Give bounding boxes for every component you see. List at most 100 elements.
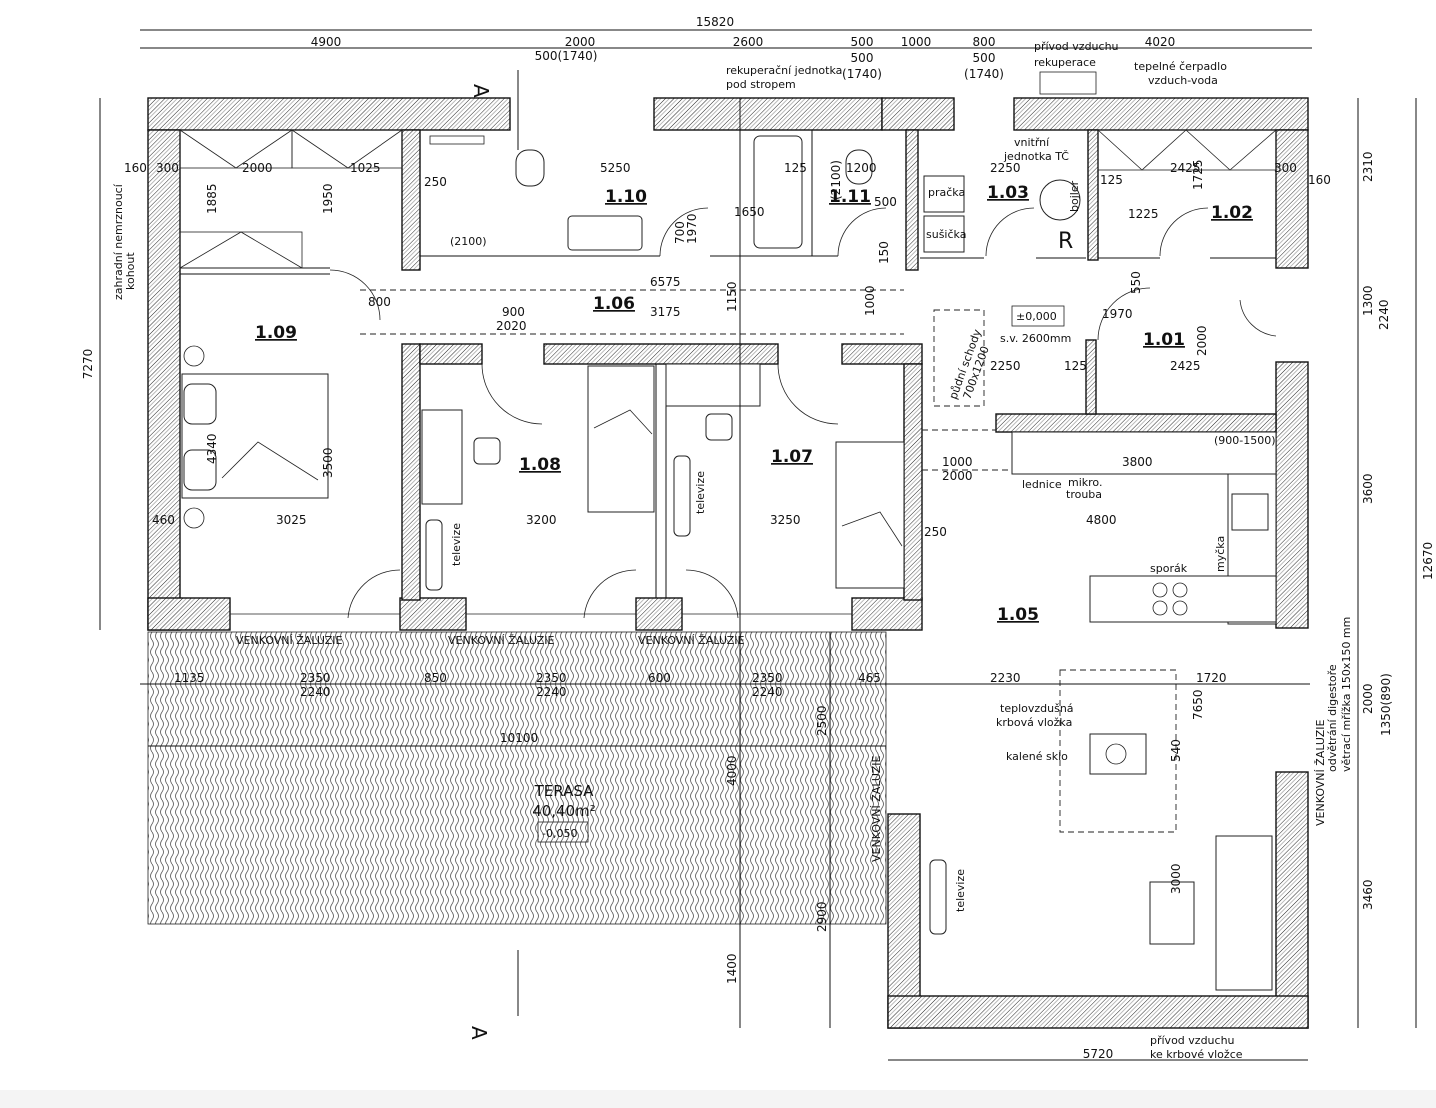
- room-1-06: 1.06: [593, 294, 635, 314]
- dim-i-500: 500: [874, 195, 897, 209]
- door-swing-7[interactable]: [837, 207, 887, 257]
- terrace-level: -0,050: [542, 827, 577, 840]
- dim-t-2240a: 2240: [300, 685, 331, 699]
- wall-int-9: [995, 413, 1277, 433]
- dim-t-1400: 1400: [725, 953, 739, 984]
- dim-i-3250: 3250: [770, 513, 801, 527]
- dim-i-6575: 6575: [650, 275, 681, 289]
- room-1-01: 1.01: [1143, 330, 1185, 350]
- dim-i-5250: 5250: [600, 161, 631, 175]
- dim-2600: 2600: [733, 35, 764, 49]
- dim-right-2000: 2000: [1361, 683, 1375, 714]
- wardrobe-1: [179, 129, 293, 169]
- door-swing-1[interactable]: [347, 569, 401, 619]
- door-swing-6[interactable]: [659, 207, 709, 257]
- dim-i-2000b: 2000: [1195, 325, 1209, 356]
- boiler-tank: [1039, 179, 1081, 221]
- toilet-110: [515, 149, 545, 187]
- wall-int-2: [401, 343, 421, 601]
- pillow-1: [183, 383, 217, 425]
- room-1-11: 1.11: [829, 187, 871, 207]
- stove-burner-1: [1152, 582, 1168, 598]
- door-swing-8[interactable]: [985, 207, 1035, 257]
- note-hood-2: větrací mřížka 150x150 mm: [1340, 617, 1353, 772]
- bed-fold-107: [841, 511, 903, 547]
- dim-i-800a: 800: [368, 295, 391, 309]
- dim-t-2350c: 2350: [752, 671, 783, 685]
- kitchen-sink: [1231, 493, 1269, 531]
- door-swing-12[interactable]: [329, 269, 381, 321]
- dim-i-2020a: 2020: [496, 319, 527, 333]
- door-swing-5[interactable]: [777, 363, 839, 425]
- door-swing-11[interactable]: [1239, 299, 1277, 337]
- wall-right-low: [1275, 771, 1309, 1029]
- dim-800: 800: [973, 35, 996, 49]
- note-blinds-3: VENKOVNÍ ŽALUZIE: [638, 634, 745, 647]
- door-swing-2[interactable]: [583, 569, 637, 619]
- dim-t-2230: 2230: [990, 671, 1021, 685]
- door-swing-3[interactable]: [685, 569, 739, 619]
- door-swing-9[interactable]: [1159, 207, 1209, 257]
- door-swing-10[interactable]: [1097, 287, 1151, 341]
- dim-i-3500: 3500: [321, 447, 335, 478]
- dim-i-1300: 1300: [1402, 0, 1433, 3]
- bathtub: [753, 135, 803, 249]
- dim-total-width: 15820: [696, 15, 734, 29]
- attic-stairs: [933, 309, 985, 407]
- note-heat-pump-2: vzduch-voda: [1148, 74, 1218, 87]
- nightstand-2: [183, 507, 205, 529]
- room-1-07: 1.07: [771, 447, 813, 467]
- dim-1740-a: (1740): [842, 67, 882, 81]
- note-fire-air-1: přívod vzduchu: [1150, 1034, 1235, 1047]
- note-counter: (900-1500): [1214, 434, 1276, 447]
- dim-i-250: 250: [424, 175, 447, 189]
- wall-int-10: [1085, 339, 1097, 415]
- note-blinds-2: VENKOVNÍ ŽALUZIE: [448, 634, 555, 647]
- note-indoor-unit-1: vnitřní: [1014, 136, 1050, 149]
- dim-500-b: 500: [851, 51, 874, 65]
- bed-sheet-fold: [221, 441, 319, 481]
- dim-t-600: 600: [648, 671, 671, 685]
- room-1-05: 1.05: [997, 605, 1039, 625]
- dim-i-160: 160: [124, 161, 147, 175]
- dim-t-2500: 2500: [815, 705, 829, 736]
- dim-i-2000: 2000: [242, 161, 273, 175]
- note-dishwasher: myčka: [1214, 536, 1227, 572]
- note-dryer: sušička: [926, 228, 966, 241]
- dim-i-550: 550: [1129, 271, 1143, 294]
- wall-int-6: [903, 363, 923, 601]
- single-bed-107: [835, 441, 905, 589]
- dim-i-1970b: 1970: [1102, 307, 1133, 321]
- wall-bottom-1: [147, 597, 231, 631]
- wall-int-4: [543, 343, 779, 365]
- terrace-level-box: [537, 821, 589, 843]
- dim-i-1950: 1950: [321, 183, 335, 214]
- terrace-deck: [147, 631, 887, 925]
- viewer-bottom-strip: [0, 1090, 1436, 1108]
- desk-108: [421, 409, 463, 505]
- door-swing-4[interactable]: [481, 363, 543, 425]
- dim-i-1885: 1885: [205, 183, 219, 214]
- terrace-label: TERASA: [534, 782, 595, 800]
- note-blinds-5: VENKOVNÍ ŽALUZIE: [1314, 719, 1327, 826]
- wardrobe-x-2: [179, 231, 303, 269]
- tv-108: [425, 519, 443, 591]
- sofa: [1215, 835, 1273, 991]
- dim-4900: 4900: [311, 35, 342, 49]
- chair-107: [705, 413, 733, 441]
- note-washer: pračka: [928, 186, 965, 199]
- bed-fold-108: [593, 409, 653, 435]
- dim-right-3600: 3600: [1361, 473, 1375, 504]
- dim-t-7650: 7650: [1191, 689, 1205, 720]
- room-1-09: 1.09: [255, 323, 297, 343]
- fireplace-unit: [1089, 733, 1147, 775]
- note-tv-107: televize: [694, 471, 707, 514]
- dim-1740-b: (1740): [964, 67, 1004, 81]
- dim-t-540: 540: [1169, 739, 1183, 762]
- note-air-supply: přívod vzduchu: [1034, 40, 1119, 53]
- dim-t-1135: 1135: [174, 671, 205, 685]
- wardrobe-3: [179, 231, 303, 269]
- dim-i-250b: 250: [924, 525, 947, 539]
- chair-108: [473, 437, 501, 465]
- section-label-bottom: A: [467, 1026, 491, 1040]
